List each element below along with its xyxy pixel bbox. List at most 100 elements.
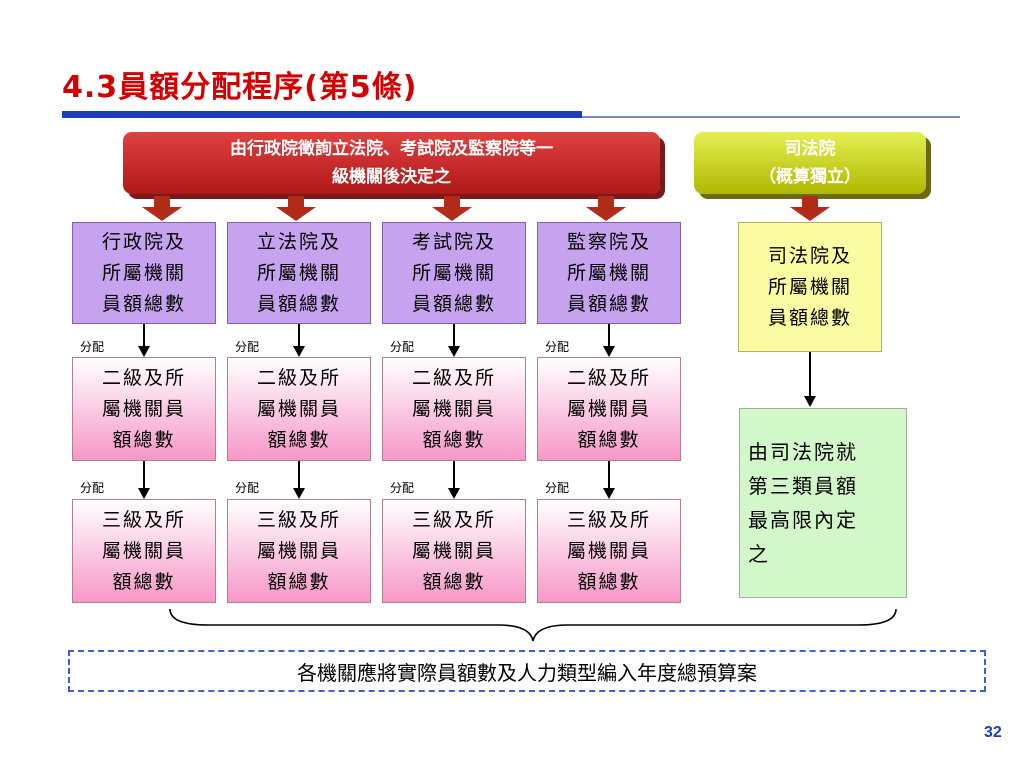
arrow-line [809,352,811,396]
arrow-line [453,324,455,346]
box-line: 所屬機關 [256,261,341,284]
box-line: 三級及所 [256,508,341,531]
box-line: 所屬機關 [101,261,186,284]
arrow-line [608,324,610,346]
judicial-rule-box: 由司法院就 第三類員額 最高限內定 之 [739,408,907,598]
arrow-head-icon [448,346,460,357]
box-line: 額總數 [112,428,176,451]
arrow-head-icon [293,488,305,499]
box-line: 之 [748,542,770,566]
arrow-head-icon [293,346,305,357]
box-line: 二級及所 [256,366,341,389]
box-line: 員額總數 [256,292,341,315]
allocate-label: 分配 [390,340,415,354]
down-arrow-icon [142,196,182,222]
box-line: 立法院及 [256,230,341,253]
box-line: 司法院及 [767,244,852,267]
down-arrow-icon [586,196,626,222]
third-level-box: 三級及所屬機關員額總數 [72,499,216,603]
down-arrow-icon [276,196,316,222]
box-line: 員額總數 [411,292,496,315]
down-arrow-icon [432,196,472,222]
allocate-label: 分配 [390,481,415,495]
box-line: 額總數 [267,428,331,451]
third-level-box: 三級及所屬機關員額總數 [227,499,371,603]
judicial-yuan-total-box: 司法院及 所屬機關 員額總數 [738,222,882,352]
arrow-line [298,324,300,346]
page-title: 4.3員額分配程序(第5條) [62,70,418,105]
allocate-label: 分配 [235,340,260,354]
box-line: 屬機關員 [566,397,651,420]
box-line: 所屬機關 [767,275,852,298]
box-line: 行政院及 [101,230,186,253]
box-line: 三級及所 [566,508,651,531]
executive-yuan-total-box: 行政院及 所屬機關 員額總數 [72,222,216,324]
arrow-line [143,324,145,346]
box-line: 屬機關員 [101,397,186,420]
box-line: 二級及所 [101,366,186,389]
title-underline [62,111,582,118]
box-line: 考試院及 [411,230,496,253]
box-line: 二級及所 [411,366,496,389]
box-line: 由司法院就 [748,440,858,464]
executive-yuan-banner: 由行政院徵詢立法院、考試院及監察院等一 級機關後決定之 [123,132,660,194]
third-level-box: 三級及所屬機關員額總數 [382,499,526,603]
second-level-box: 二級及所屬機關員額總數 [537,357,681,461]
allocate-label: 分配 [235,481,260,495]
allocate-label: 分配 [80,340,105,354]
box-line: 員額總數 [101,292,186,315]
second-level-box: 二級及所屬機關員額總數 [227,357,371,461]
examination-yuan-total-box: 考試院及 所屬機關 員額總數 [382,222,526,324]
arrow-head-icon [603,488,615,499]
curly-brace-icon [169,608,897,642]
box-line: 員額總數 [767,306,852,329]
banner-left-line2: 級機關後決定之 [332,167,451,187]
box-line: 額總數 [577,428,641,451]
box-line: 所屬機關 [411,261,496,284]
arrow-line [143,461,145,488]
banner-left-line1: 由行政院徵詢立法院、考試院及監察院等一 [230,139,553,159]
arrow-head-icon [138,346,150,357]
legislative-yuan-total-box: 立法院及 所屬機關 員額總數 [227,222,371,324]
arrow-line [298,461,300,488]
title-underline-thin [582,116,960,118]
arrow-line [608,461,610,488]
box-line: 三級及所 [411,508,496,531]
box-line: 額總數 [422,570,486,593]
down-arrow-icon [790,196,830,222]
box-line: 額總數 [267,570,331,593]
allocate-label: 分配 [80,481,105,495]
arrow-head-icon [804,396,816,407]
footer-note: 各機關應將實際員額數及人力類型編入年度總預算案 [297,660,757,685]
footer-note-box: 各機關應將實際員額數及人力類型編入年度總預算案 [68,650,986,692]
second-level-box: 二級及所屬機關員額總數 [382,357,526,461]
box-line: 額總數 [112,570,176,593]
control-yuan-total-box: 監察院及 所屬機關 員額總數 [537,222,681,324]
box-line: 第三類員額 [748,474,858,498]
banner-right-line1: 司法院 [784,139,836,159]
box-line: 監察院及 [566,230,651,253]
box-line: 屬機關員 [256,397,341,420]
arrow-head-icon [138,488,150,499]
box-line: 最高限內定 [748,508,858,532]
box-line: 所屬機關 [566,261,651,284]
box-line: 三級及所 [101,508,186,531]
allocate-label: 分配 [545,340,570,354]
judicial-yuan-banner: 司法院 （概算獨立） [694,132,926,194]
box-line: 屬機關員 [101,539,186,562]
box-line: 二級及所 [566,366,651,389]
arrow-head-icon [603,346,615,357]
third-level-box: 三級及所屬機關員額總數 [537,499,681,603]
box-line: 額總數 [422,428,486,451]
page-number: 32 [984,724,1002,741]
box-line: 屬機關員 [256,539,341,562]
allocate-label: 分配 [545,481,570,495]
box-line: 屬機關員 [411,397,496,420]
box-line: 屬機關員 [566,539,651,562]
banner-right-line2: （概算獨立） [759,167,861,187]
arrow-head-icon [448,488,460,499]
box-line: 屬機關員 [411,539,496,562]
box-line: 額總數 [577,570,641,593]
arrow-line [453,461,455,488]
box-line: 員額總數 [566,292,651,315]
